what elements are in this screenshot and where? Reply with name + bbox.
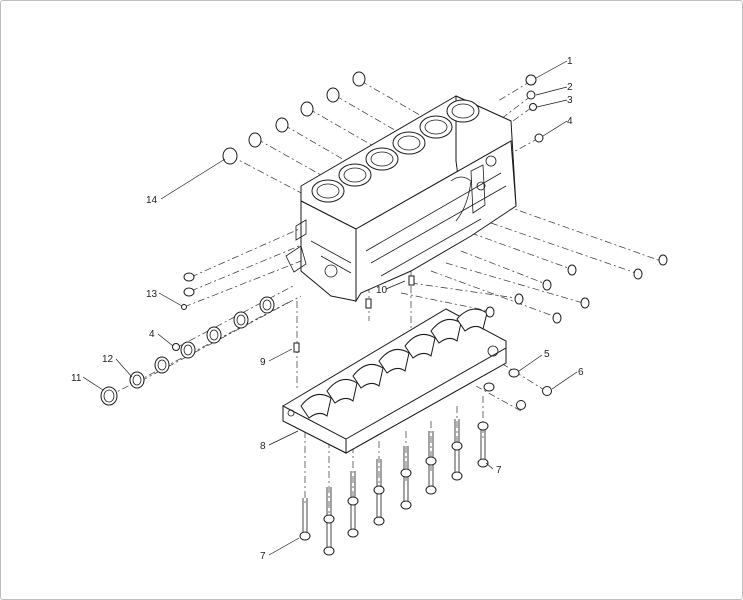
callout-1: 1 (567, 56, 573, 67)
callout-11: 11 (71, 373, 82, 384)
callout-14: 14 (146, 195, 158, 206)
core-plugs-top (222, 71, 366, 165)
leader-lines (82, 60, 578, 556)
cylinder-bores (311, 99, 480, 203)
cylinder-block (285, 95, 517, 303)
callout-2: 2 (567, 82, 573, 93)
main-bearing-saddles (300, 308, 488, 419)
callout-4-left: 4 (149, 329, 155, 340)
camshaft-bushings (100, 296, 275, 406)
seal-rings-and-plugs (483, 368, 552, 410)
callout-5: 5 (544, 349, 550, 360)
callout-labels: 1 2 3 4 14 13 4 12 11 9 10 5 6 8 7 7 (71, 56, 584, 562)
callout-9: 9 (260, 357, 266, 368)
main-bearing-bolts (299, 419, 489, 556)
callout-7-left: 7 (260, 551, 266, 562)
right-side-plugs (485, 74, 668, 324)
callout-13: 13 (146, 289, 158, 300)
left-side-plugs (172, 272, 195, 351)
callout-10: 10 (376, 285, 388, 296)
callout-3: 3 (567, 95, 573, 106)
bedplate (282, 308, 507, 454)
callout-6: 6 (578, 367, 584, 378)
callout-8: 8 (260, 441, 266, 452)
callout-7-right: 7 (496, 465, 502, 476)
dowel-pins (293, 275, 415, 353)
callout-4-top: 4 (567, 116, 573, 127)
callout-12: 12 (102, 354, 114, 365)
